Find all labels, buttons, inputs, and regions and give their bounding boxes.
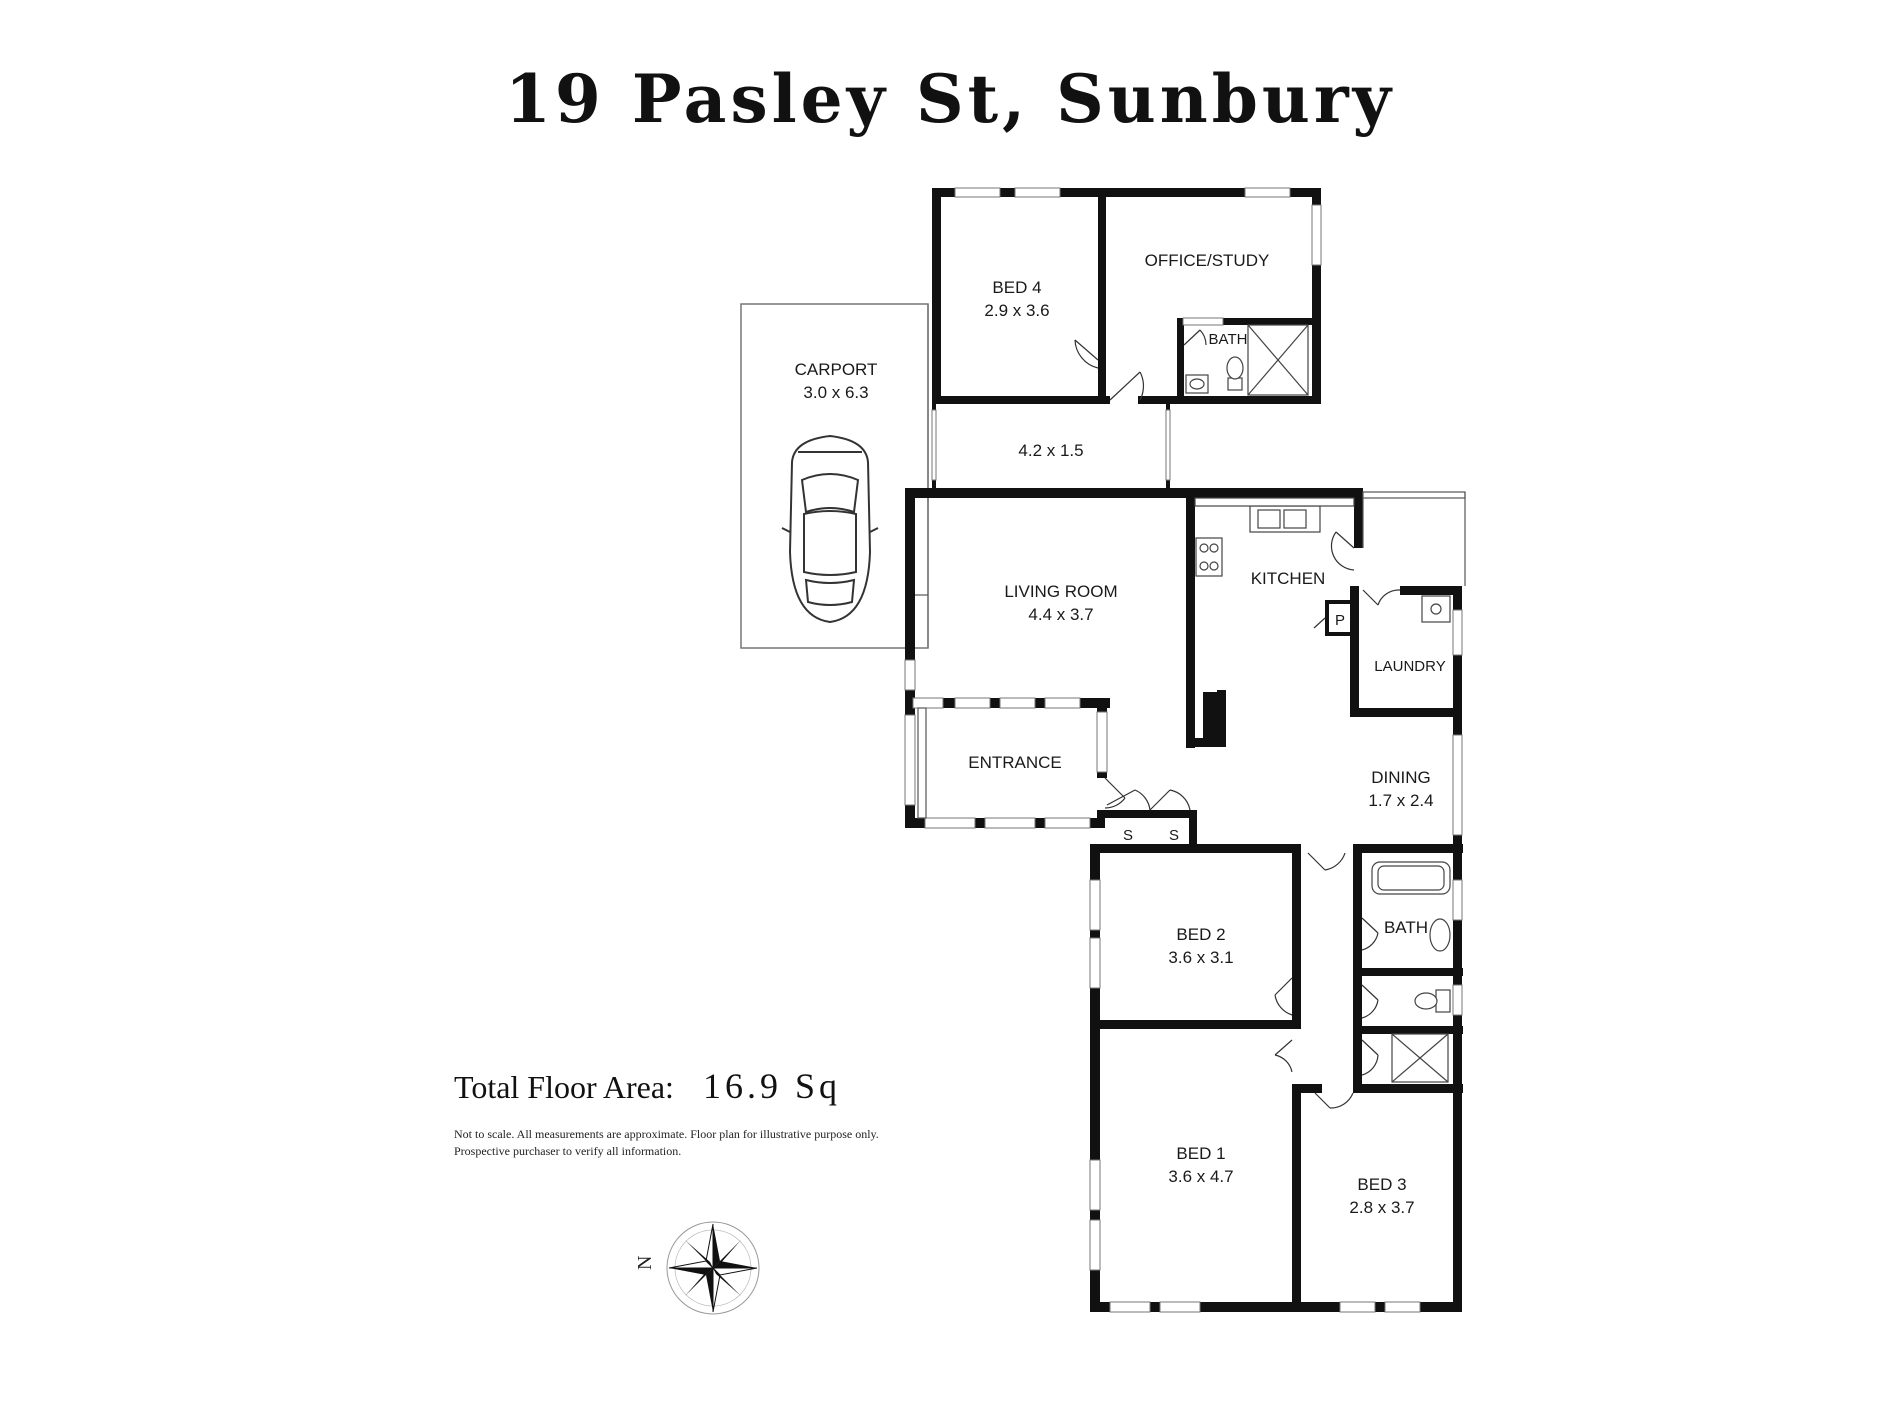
bed1-size: 3.6 x 4.7 — [1168, 1167, 1233, 1186]
entrance-name: ENTRANCE — [968, 753, 1062, 772]
laundry-name: LAUNDRY — [1374, 658, 1445, 675]
bed3-name: BED 3 — [1357, 1175, 1406, 1194]
outdoor-lines — [915, 491, 1466, 819]
car-icon — [781, 434, 879, 624]
doors — [1074, 329, 1401, 1109]
bed4-size: 2.9 x 3.6 — [984, 301, 1049, 320]
windows — [904, 187, 1463, 1313]
dining-size: 1.7 x 2.4 — [1368, 791, 1433, 810]
bed1-name: BED 1 — [1176, 1144, 1225, 1163]
disclaimer-line1: Not to scale. All measurements are appro… — [454, 1127, 879, 1141]
bath-main-name: BATH — [1384, 918, 1428, 937]
room-labels: BED 4 2.9 x 3.6 OFFICE/STUDY BATH CARPOR… — [795, 251, 1446, 1217]
carport-name: CARPORT — [795, 360, 878, 379]
floor-area-label: Total Floor Area: — [454, 1069, 674, 1105]
store1-name: S — [1123, 827, 1133, 844]
walkway-size: 4.2 x 1.5 — [1018, 441, 1083, 460]
compass-icon — [666, 1221, 760, 1315]
carport-size: 3.0 x 6.3 — [803, 383, 868, 402]
bed2-size: 3.6 x 3.1 — [1168, 948, 1233, 967]
pantry-name: P — [1335, 612, 1345, 629]
compass-north-label: N — [634, 1256, 656, 1270]
bed3-size: 2.8 x 3.7 — [1349, 1198, 1414, 1217]
dining-name: DINING — [1371, 768, 1431, 787]
bath-top-name: BATH — [1209, 331, 1248, 348]
store2-name: S — [1169, 827, 1179, 844]
fixtures — [1185, 324, 1451, 1083]
bed2-name: BED 2 — [1176, 925, 1225, 944]
page-title: 19 Pasley St, Sunbury — [505, 60, 1395, 138]
living-name: LIVING ROOM — [1004, 582, 1117, 601]
disclaimer-line2: Prospective purchaser to verify all info… — [454, 1144, 681, 1158]
floor-area-value: 16.9 Sq — [703, 1066, 841, 1106]
office-name: OFFICE/STUDY — [1145, 251, 1270, 270]
living-size: 4.4 x 3.7 — [1028, 605, 1093, 624]
kitchen-name: KITCHEN — [1251, 569, 1326, 588]
bed4-name: BED 4 — [992, 278, 1041, 297]
